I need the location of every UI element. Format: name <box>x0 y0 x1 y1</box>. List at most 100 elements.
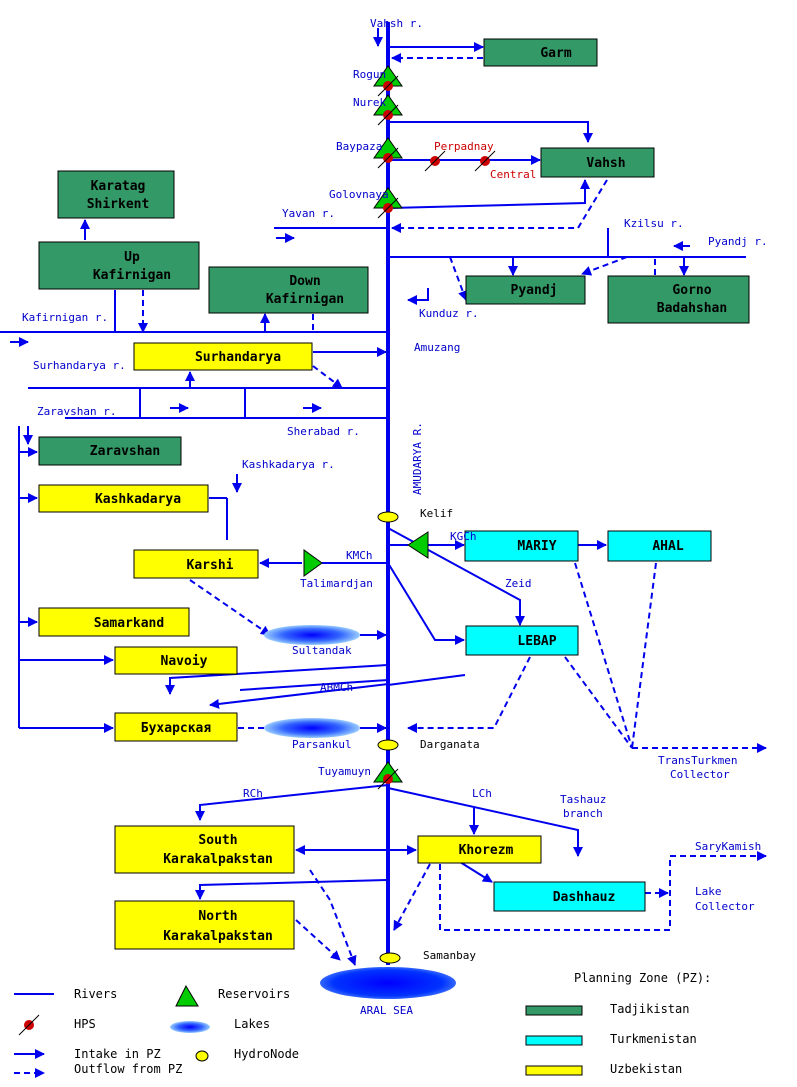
svg-text:Central: Central <box>490 168 536 181</box>
map-labels: Vahsh r. Rogun Nurek Baypaza Perpadnay C… <box>22 17 768 1017</box>
legend-uzbekistan-swatch <box>525 1065 583 1076</box>
svg-text:TransTurkmen: TransTurkmen <box>658 754 737 767</box>
svg-text:Surhandarya r.: Surhandarya r. <box>33 359 126 372</box>
svg-text:Surhandarya: Surhandarya <box>195 350 281 365</box>
kelif-hydronode <box>377 511 399 523</box>
svg-text:Pyandj: Pyandj <box>511 283 558 298</box>
surhandarya-zone <box>133 342 313 371</box>
khorezm-zone <box>417 835 542 864</box>
svg-text:branch: branch <box>563 807 603 820</box>
gorno-badahshan-zone <box>607 275 750 324</box>
svg-text:Zeid: Zeid <box>505 577 532 590</box>
svg-text:Vahsh: Vahsh <box>586 156 625 171</box>
svg-text:Planning Zone (PZ):: Planning Zone (PZ): <box>574 971 711 985</box>
svg-text:Collector: Collector <box>695 900 755 913</box>
svg-text:Turkmenistan: Turkmenistan <box>610 1032 697 1046</box>
ahal-zone <box>607 530 712 562</box>
karatag-shirkent-zone <box>57 170 175 219</box>
svg-text:Бухарская: Бухарская <box>141 721 212 736</box>
svg-text:Parsankul: Parsankul <box>292 738 352 751</box>
lower-flows <box>195 784 767 966</box>
svg-text:ARAL SEA: ARAL SEA <box>360 1004 413 1017</box>
legend-tadjikistan-swatch <box>525 1005 583 1016</box>
svg-text:AMUDARYA R.: AMUDARYA R. <box>411 422 424 495</box>
svg-text:Dashhauz: Dashhauz <box>553 890 616 905</box>
svg-text:Sherabad r.: Sherabad r. <box>287 425 360 438</box>
svg-text:Sultandak: Sultandak <box>292 644 352 657</box>
parsankul-lake <box>264 718 360 738</box>
vahsh-zone <box>540 147 655 178</box>
svg-text:KGCh: KGCh <box>450 530 477 543</box>
up-kafirnigan-zone <box>38 241 200 290</box>
svg-text:North: North <box>198 909 237 924</box>
svg-text:Down: Down <box>289 274 320 289</box>
svg-text:MARIY: MARIY <box>517 539 556 554</box>
svg-text:Baypaza: Baypaza <box>336 140 382 153</box>
svg-text:Perpadnay: Perpadnay <box>434 140 494 153</box>
svg-text:Zaravshan: Zaravshan <box>90 444 160 459</box>
svg-text:Intake in PZ: Intake in PZ <box>74 1047 161 1061</box>
svg-text:Talimardjan: Talimardjan <box>300 577 373 590</box>
middle-flows <box>165 527 767 753</box>
svg-text:Uzbekistan: Uzbekistan <box>610 1062 682 1076</box>
svg-text:Kafirnigan: Kafirnigan <box>93 268 171 283</box>
lebap-zone <box>465 625 579 656</box>
svg-text:Kelif: Kelif <box>420 507 453 520</box>
garm-zone <box>483 38 598 67</box>
svg-text:Karatag: Karatag <box>91 179 146 194</box>
aral-sea <box>320 967 456 999</box>
upper-flows <box>0 28 746 419</box>
svg-text:Karakalpakstan: Karakalpakstan <box>163 929 273 944</box>
svg-text:Kashkadarya r.: Kashkadarya r. <box>242 458 335 471</box>
svg-text:LCh: LCh <box>472 787 492 800</box>
sultandak-lake <box>264 625 360 645</box>
svg-text:HydroNode: HydroNode <box>234 1047 299 1061</box>
svg-text:Collector: Collector <box>670 768 730 781</box>
svg-text:SaryKamish: SaryKamish <box>695 840 761 853</box>
svg-text:Shirkent: Shirkent <box>87 197 150 212</box>
tadjikistan-zones: Garm Vahsh Karatag Shirkent Up Kafirniga… <box>38 38 750 466</box>
svg-text:Karakalpakstan: Karakalpakstan <box>163 852 273 867</box>
svg-text:Khorezm: Khorezm <box>459 843 514 858</box>
kgch-reservoir <box>407 531 429 559</box>
turkmenistan-zones: MARIY AHAL LEBAP Dashhauz <box>464 530 712 912</box>
samanbay-hydronode <box>379 952 401 964</box>
svg-text:Kashkadarya: Kashkadarya <box>95 492 181 507</box>
legend-turkmenistan-swatch <box>525 1035 583 1046</box>
svg-text:Reservoirs: Reservoirs <box>218 987 290 1001</box>
darganata-hydronode <box>377 739 399 751</box>
svg-text:Karshi: Karshi <box>187 558 234 573</box>
svg-text:HPS: HPS <box>74 1017 96 1031</box>
svg-text:Tadjikistan: Tadjikistan <box>610 1002 689 1016</box>
svg-text:Rivers: Rivers <box>74 987 117 1001</box>
north-karakalpakstan-zone <box>114 900 295 950</box>
svg-text:Vahsh r.: Vahsh r. <box>370 17 423 30</box>
svg-text:Kzilsu r.: Kzilsu r. <box>624 217 684 230</box>
svg-text:Tuyamuyn: Tuyamuyn <box>318 765 371 778</box>
svg-text:AHAL: AHAL <box>652 539 683 554</box>
left-flows <box>18 426 242 733</box>
kashkadarya-zone <box>38 484 209 513</box>
svg-text:Kunduz r.: Kunduz r. <box>419 307 479 320</box>
down-kafirnigan-zone <box>208 266 369 314</box>
svg-text:Navoiy: Navoiy <box>161 654 208 669</box>
hps-stations <box>18 75 496 1036</box>
svg-text:ABMCh: ABMCh <box>320 681 353 694</box>
svg-text:Samarkand: Samarkand <box>94 616 164 631</box>
south-karakalpakstan-zone <box>114 825 295 874</box>
svg-text:Tashauz: Tashauz <box>560 793 606 806</box>
zaravshan-zone <box>38 436 182 466</box>
svg-text:Pyandj r.: Pyandj r. <box>708 235 768 248</box>
samarkand-zone <box>38 607 190 637</box>
karshi-zone <box>133 549 259 579</box>
dashhauz-zone <box>493 881 646 912</box>
svg-text:South: South <box>198 833 237 848</box>
svg-text:Outflow from PZ: Outflow from PZ <box>74 1062 182 1076</box>
svg-text:LEBAP: LEBAP <box>517 634 556 649</box>
svg-text:Amuzang: Amuzang <box>414 341 460 354</box>
svg-text:Zaravshan r.: Zaravshan r. <box>37 405 116 418</box>
svg-text:Darganata: Darganata <box>420 738 480 751</box>
svg-text:Badahshan: Badahshan <box>657 301 727 316</box>
legend-reservoir-icon <box>175 984 199 1007</box>
